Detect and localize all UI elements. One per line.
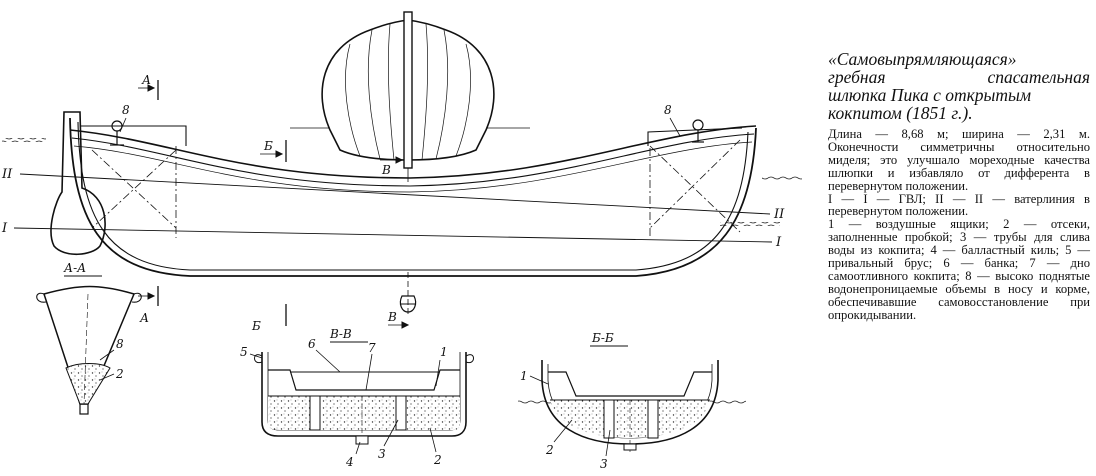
label-waterline-2-right: II (773, 207, 785, 222)
section-bb (518, 345, 746, 452)
label-waterline-1-right: I (775, 235, 782, 250)
label-vv-2: 2 (433, 453, 442, 467)
label-section-a-top: А (141, 73, 151, 87)
label-section-v-top: В (381, 163, 391, 177)
label-view-vv: В-В (329, 327, 352, 341)
label-8-stern: 8 (664, 103, 672, 117)
label-aa-8: 8 (116, 337, 124, 351)
caption-body: Длина — 8,68 м; ширина — 2,31 м. Оконечн… (828, 128, 1090, 322)
side-view (2, 80, 802, 329)
label-view-aa: А-А (63, 261, 86, 275)
label-vv-4: 4 (345, 455, 354, 469)
caption-title-line-2: гребная спасательная (828, 68, 1090, 86)
section-aa (36, 275, 142, 415)
label-view-bb: Б-Б (591, 331, 614, 345)
label-section-v-bottom: В (387, 310, 397, 324)
caption-dimensions: Длина — 8,68 м; ширина — 2,31 м. Оконечн… (828, 127, 1090, 193)
caption-title-line-2-right: спасательная (987, 67, 1090, 87)
caption-title-line-4: кокпитом (1851 г.). (828, 103, 973, 123)
body-plan-view (290, 11, 530, 182)
lifeboat-drawing: 8 8 А Б В II II I I А-А А 8 2 Б В-В В 5 … (1, 11, 802, 471)
label-section-b-top: Б (263, 139, 273, 153)
caption-title-line-1: «Самовыпрямляющаяся» (828, 49, 1017, 69)
label-section-b-bottom: Б (251, 319, 261, 333)
caption-title-line-3: шлюпка Пика с открытым (828, 85, 1032, 105)
label-vv-3: 3 (378, 447, 386, 461)
drawing-labels: 8 8 А Б В II II I I А-А А 8 2 Б В-В В 5 … (1, 73, 785, 471)
label-bb-2: 2 (545, 443, 554, 457)
label-vv-7: 7 (368, 341, 376, 355)
label-bb-1: 1 (520, 369, 528, 383)
label-aa-2: 2 (115, 367, 124, 381)
label-waterline-2-left: II (1, 167, 13, 182)
leader-lines (99, 117, 681, 457)
label-section-a-bottom: А (139, 311, 149, 325)
label-bb-3: 3 (600, 457, 608, 471)
caption-waterlines: I — I — ГВЛ; II — II — ватерлиния в пере… (828, 191, 1090, 219)
section-vv (254, 341, 474, 445)
label-vv-6: 6 (308, 337, 316, 351)
caption-title: «Самовыпрямляющаяся» гребная спасательна… (828, 50, 1090, 122)
caption-title-line-2-left: гребная (828, 67, 886, 87)
label-vv-1: 1 (440, 345, 448, 359)
label-vv-5: 5 (240, 345, 248, 359)
caption-legend: 1 — воздушные ящики; 2 — отсеки, заполне… (828, 217, 1090, 322)
label-8-bow: 8 (122, 103, 130, 117)
figure-caption: «Самовыпрямляющаяся» гребная спасательна… (828, 50, 1090, 322)
label-waterline-1-left: I (1, 221, 8, 236)
